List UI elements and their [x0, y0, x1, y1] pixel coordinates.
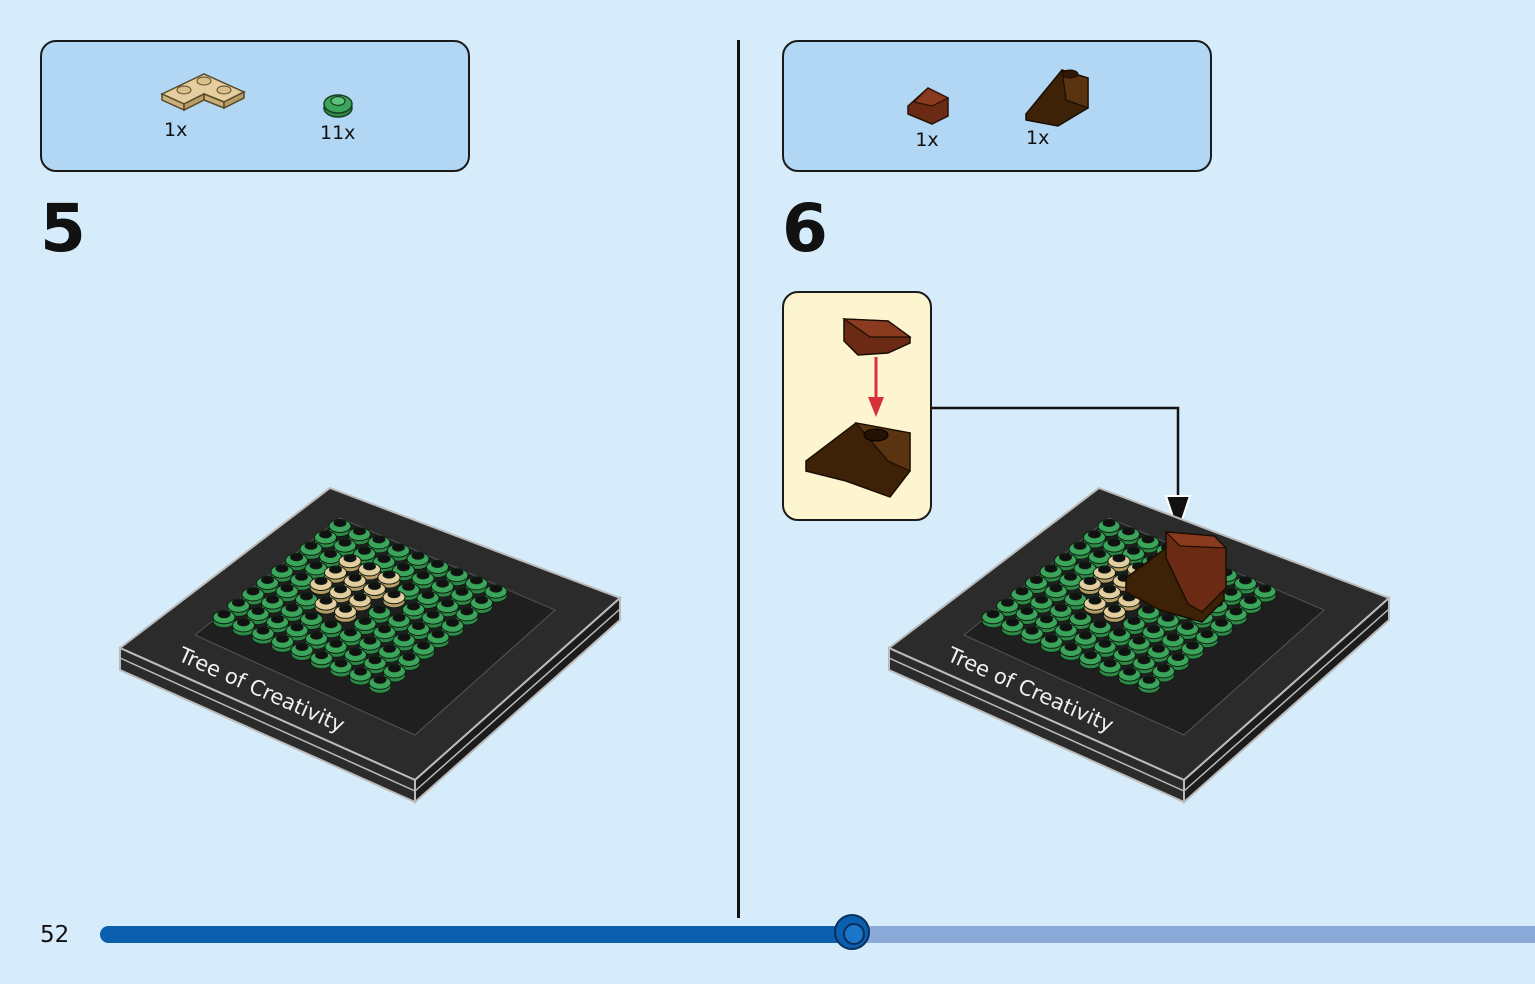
step-number: 5: [40, 190, 86, 267]
reddish-brown-slope-icon: [841, 318, 912, 356]
green-round-stud: [1181, 641, 1204, 660]
green-round-stud: [1054, 553, 1077, 572]
green-round-stud: [329, 659, 353, 678]
green-round-stud: [1035, 615, 1058, 634]
green-round-stud: [232, 618, 255, 637]
part-item: 1x: [904, 84, 950, 150]
dark-brown-slope-icon: [805, 422, 911, 498]
green-round-stud: [241, 587, 265, 606]
green-round-stud: [1044, 584, 1068, 603]
green-round-stud: [412, 641, 435, 660]
progress-fill: [100, 926, 852, 943]
green-round-stud: [310, 651, 333, 670]
green-round-stud: [373, 625, 396, 644]
green-round-stud: [1040, 634, 1063, 653]
green-round-stud: [397, 582, 420, 601]
green-round-stud: [426, 630, 450, 649]
green-round-stud: [387, 543, 410, 562]
green-round-stud: [431, 579, 454, 598]
green-round-stud: [455, 607, 479, 626]
step-6-baseplate-model: Tree of Creativity: [887, 486, 1391, 805]
part-item: 11x: [320, 90, 355, 143]
green-round-stud: [1020, 626, 1044, 645]
part-qty: 1x: [164, 119, 188, 141]
green-round-stud: [349, 667, 372, 686]
tan-stud: [382, 590, 406, 609]
green-round-stud: [1122, 617, 1146, 635]
build-progress-bar: [100, 914, 1535, 950]
slope-assembly-diagram: [805, 318, 912, 498]
sub-assembly-callout: [782, 291, 932, 521]
green-round-stud: [368, 675, 392, 694]
green-round-stud: [1142, 625, 1165, 644]
down-arrow-icon: [1164, 495, 1192, 536]
page-divider: [737, 40, 740, 918]
green-round-stud: [295, 592, 318, 611]
tan-stud: [314, 596, 338, 615]
green-round-stud: [470, 596, 493, 614]
green-round-plate-icon: [322, 94, 353, 118]
down-arrow-icon: [868, 397, 884, 417]
callout-connector: [932, 406, 1192, 536]
green-round-stud: [1079, 651, 1102, 670]
green-round-stud: [1001, 618, 1024, 637]
green-round-stud: [280, 603, 304, 622]
step-5-baseplate-model: Tree of Creativity: [118, 486, 622, 805]
tan-stud: [358, 562, 381, 581]
parts-list-step-6: 1x 1x: [782, 40, 1212, 172]
green-round-stud: [1118, 667, 1141, 686]
green-round-stud: [372, 555, 396, 573]
part-qty: 11x: [320, 122, 356, 144]
green-round-stud: [1088, 620, 1112, 639]
part-item: 1x: [160, 70, 246, 140]
green-round-stud: [981, 610, 1005, 629]
green-round-stud: [212, 610, 236, 629]
parts-list-step-5: 1x 11x: [40, 40, 470, 172]
tan-stud: [343, 573, 367, 592]
green-round-stud: [1137, 675, 1161, 694]
dark-brown-slope-icon: [1025, 69, 1089, 127]
tan-stud: [1083, 596, 1107, 615]
green-round-stud: [1098, 659, 1122, 678]
green-round-stud: [251, 626, 275, 645]
reddish-brown-slope-icon: [907, 87, 950, 125]
tan-stud: [334, 604, 357, 623]
green-round-stud: [271, 634, 294, 653]
green-round-stud: [1015, 607, 1039, 625]
green-round-stud: [378, 644, 401, 663]
tan-stud: [1078, 577, 1102, 595]
page-number: 52: [40, 922, 70, 948]
step-number: 6: [782, 190, 828, 267]
tan-corner-plate-icon: [160, 73, 246, 112]
green-round-stud: [1161, 633, 1185, 652]
green-round-stud: [1239, 596, 1262, 614]
green-round-stud: [290, 643, 314, 661]
green-round-stud: [1054, 623, 1078, 642]
brown-slope-stack: [1125, 531, 1228, 623]
green-round-stud: [1152, 664, 1175, 683]
progress-knob[interactable]: [833, 914, 870, 950]
green-round-stud: [1234, 576, 1257, 595]
green-round-stud: [1059, 643, 1083, 661]
tan-stud: [309, 577, 333, 595]
part-qty: 1x: [915, 129, 939, 151]
part-item: 1x: [1022, 64, 1094, 148]
tan-stud: [1103, 604, 1126, 623]
green-round-stud: [1147, 644, 1170, 663]
green-round-stud: [285, 553, 308, 572]
green-round-stud: [484, 584, 508, 603]
green-round-stud: [450, 587, 474, 606]
part-qty: 1x: [1026, 127, 1050, 149]
